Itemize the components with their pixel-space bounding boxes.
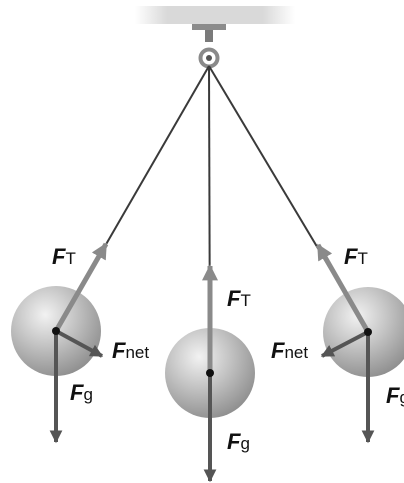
bob-right <box>318 245 404 442</box>
ceiling-bar <box>135 6 295 24</box>
bob-right-center-dot <box>364 328 372 336</box>
label-fg-left: Fg <box>70 380 93 405</box>
label-ft-left: FT <box>52 244 76 269</box>
mount-plate <box>192 24 226 30</box>
label-fnet-left: Fnet <box>112 338 149 363</box>
label-ft-center: FT <box>227 286 251 311</box>
bob-left <box>11 244 106 442</box>
pivot-hub <box>206 55 212 61</box>
label-fg-right: Fg <box>386 383 404 408</box>
bob-left-center-dot <box>52 327 60 335</box>
label-fg-center: Fg <box>227 429 250 454</box>
bob-center-center-dot <box>206 369 214 377</box>
mount-stem <box>205 30 213 42</box>
bob-right-ball <box>323 287 404 377</box>
label-fnet-right: Fnet <box>271 338 308 363</box>
label-ft-right: FT <box>344 244 368 269</box>
